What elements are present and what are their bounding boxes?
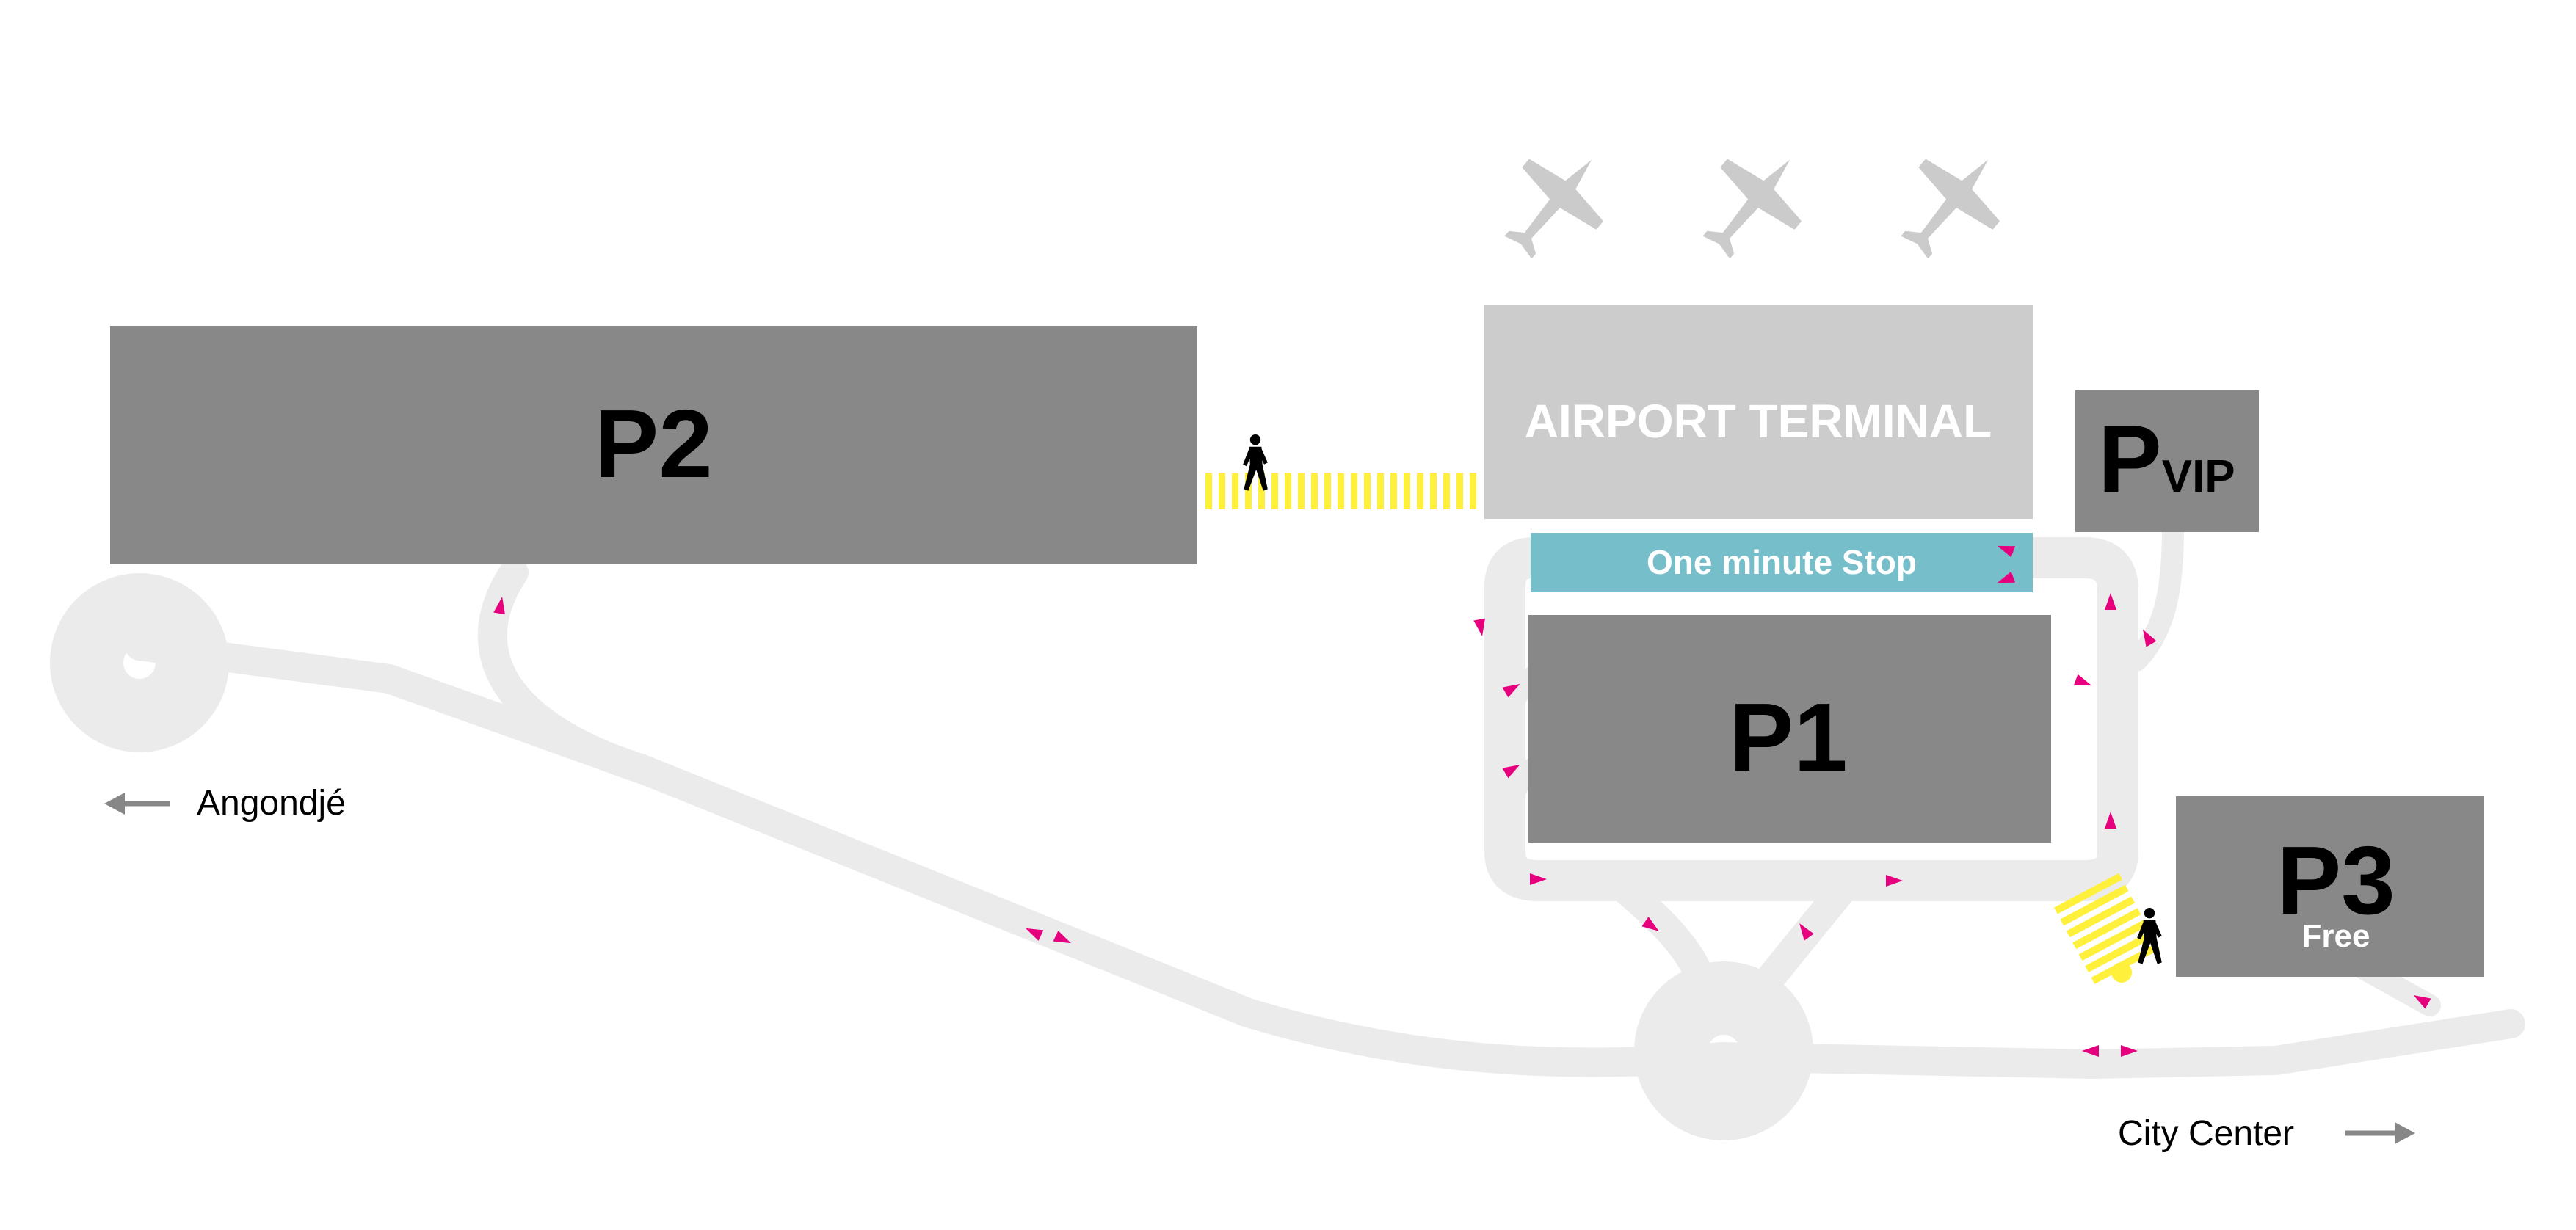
parking-p3-label: P3 [2276, 826, 2395, 934]
destination-city-center: City Center [2118, 1114, 2294, 1153]
airplane-icon [1877, 128, 2025, 279]
crosswalk-p3-p1 [2053, 873, 2160, 984]
parking-p1[interactable] [1528, 615, 2051, 843]
parking-vip[interactable] [2075, 390, 2259, 532]
parking-p3-sublabel: Free [2302, 918, 2370, 954]
one-minute-stop[interactable] [1531, 533, 2033, 592]
roundabout-west [50, 573, 229, 752]
arrow-right-icon [2345, 1122, 2415, 1144]
arrow-left-icon [104, 793, 170, 815]
road-roundabout-link-right [1755, 866, 1865, 994]
direction-arrow-icon [2073, 674, 2094, 691]
crosswalk-p2-terminal [1205, 473, 1476, 509]
crosswalk-p3-end-dot [2111, 962, 2132, 983]
road-network [50, 517, 2525, 1140]
road-vip [2125, 517, 2184, 672]
airport-terminal-label: AIRPORT TERMINAL [1525, 395, 1992, 448]
road-p2-connector [477, 558, 661, 785]
road-city-center [1707, 1009, 2525, 1079]
parking-vip-label: PVIP [2098, 405, 2235, 512]
airplane-icon [1481, 128, 1629, 279]
destination-angondje: Angondjé [197, 784, 346, 823]
pedestrian-icon [1243, 434, 1268, 491]
road-angondje-to-roundabout [125, 631, 1736, 1077]
parking-p1-label: P1 [1729, 683, 1847, 791]
road-roundabout-link-left [1600, 866, 1714, 991]
roundabout-center [1634, 961, 1813, 1140]
pedestrian-icon [2137, 908, 2162, 964]
parking-p2-label: P2 [594, 390, 712, 498]
airport-terminal[interactable] [1484, 305, 2033, 519]
road-p1-loop-outer [1484, 537, 2138, 901]
parking-p3[interactable] [2176, 796, 2484, 977]
airplane-icon [1679, 128, 1827, 279]
one-minute-stop-label: One minute Stop [1647, 543, 1917, 581]
parking-vip-suffix: VIP [2162, 451, 2235, 502]
parking-p2[interactable] [110, 326, 1197, 564]
